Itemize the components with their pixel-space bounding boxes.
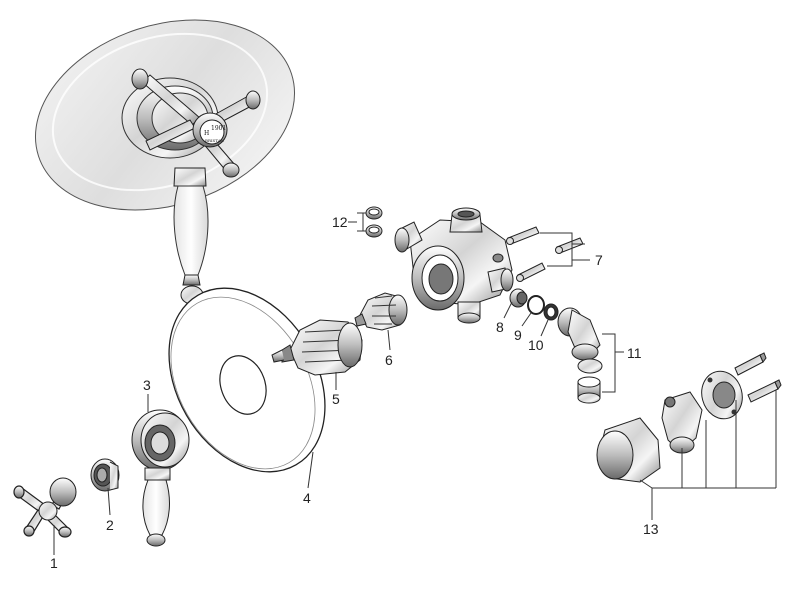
part-11-elbow-fitting [557, 307, 603, 404]
part-2-retaining-nut [90, 458, 120, 492]
assembled-lever-handle [173, 167, 209, 310]
callout-6: 6 [385, 352, 393, 368]
assembled-index-disc [199, 119, 225, 145]
part-12-clips [365, 206, 383, 238]
callout-9: 9 [514, 327, 522, 343]
valve-body [394, 207, 514, 324]
part-8-check-valve [509, 288, 528, 308]
leader-lines [53, 212, 777, 555]
part-4-wall-plate [168, 287, 326, 473]
cartridge-spline-icon [271, 349, 285, 363]
part-9-o-ring [527, 295, 545, 315]
part-3-lever-handle [131, 409, 190, 547]
callout-1: 1 [50, 555, 58, 571]
callout-7: 7 [595, 252, 603, 268]
callout-5: 5 [332, 391, 340, 407]
part-10-washer [543, 303, 559, 321]
assembled-valve-image: H 1901 BRISTAN [34, 19, 296, 310]
part-13-outlet-elbow-kit [596, 352, 782, 483]
callout-8: 8 [496, 319, 504, 335]
callout-11: 11 [627, 345, 642, 361]
callout-12: 12 [332, 214, 348, 230]
callout-4: 4 [303, 490, 311, 506]
callout-13: 13 [643, 521, 659, 537]
part-6-flow-cartridge [354, 292, 408, 331]
assembled-cross-handle [131, 68, 261, 178]
part-1-cross-handle [13, 477, 77, 538]
index-brand-top: 1901 [211, 125, 226, 132]
part-5-cartridge [271, 319, 363, 376]
callout-labels: 1 2 3 4 5 6 7 8 9 10 11 12 13 [50, 214, 659, 571]
index-brand-bottom: BRISTAN [205, 138, 225, 143]
callout-10: 10 [528, 337, 544, 353]
callout-2: 2 [106, 517, 114, 533]
index-hot-mark: H [204, 130, 209, 137]
callout-3: 3 [143, 377, 151, 393]
